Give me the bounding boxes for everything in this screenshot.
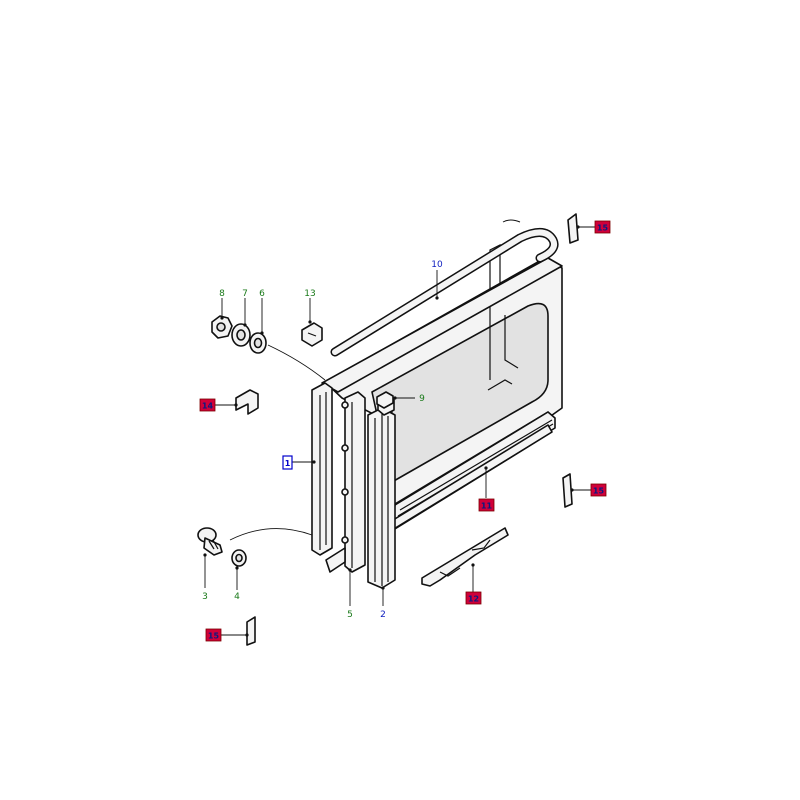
callout-15-top[interactable]: 15 [594, 220, 611, 234]
label-5[interactable]: 5 [347, 610, 353, 620]
label-8[interactable]: 8 [219, 289, 225, 299]
label-11: 11 [481, 502, 493, 511]
callout-11[interactable]: 11 [478, 498, 495, 512]
label-6[interactable]: 6 [259, 289, 265, 299]
fastener-leader-top [267, 344, 326, 381]
part-7-washer [231, 323, 251, 347]
part-13-bracket [301, 322, 323, 347]
part-15-seal-right [562, 473, 573, 508]
part-14-angle-bracket [235, 389, 259, 415]
label-12: 12 [468, 595, 479, 604]
part-1-side-plate [311, 382, 333, 556]
label-2[interactable]: 2 [380, 610, 386, 620]
part-15-seal-top [567, 213, 579, 244]
label-15-right: 15 [593, 487, 605, 496]
fastener-leader-bottom [229, 528, 313, 541]
callout-14[interactable]: 14 [199, 398, 216, 412]
callout-15-right[interactable]: 15 [590, 483, 607, 497]
label-15-top: 15 [597, 224, 609, 233]
label-1: 1 [285, 459, 291, 468]
part-9-clip [376, 391, 394, 409]
part-3-bolt [197, 527, 223, 556]
part-10-tube [330, 219, 559, 357]
callout-15-bottom[interactable]: 15 [205, 628, 222, 642]
callout-12[interactable]: 12 [465, 591, 482, 605]
window-frame [321, 244, 563, 533]
label-9[interactable]: 9 [419, 394, 425, 404]
label-7[interactable]: 7 [242, 289, 248, 299]
leader-lines [203, 225, 595, 637]
label-15-bottom: 15 [208, 632, 220, 641]
label-13[interactable]: 13 [304, 289, 315, 299]
label-10[interactable]: 10 [431, 260, 443, 270]
label-4[interactable]: 4 [234, 592, 240, 602]
callout-1[interactable]: 1 [282, 455, 293, 470]
part-15-seal-bottom [246, 616, 256, 646]
label-3[interactable]: 3 [202, 592, 208, 602]
label-14: 14 [202, 402, 214, 411]
part-8-nut [211, 315, 233, 339]
part-4-washer [231, 549, 247, 567]
part-5-stud-plate [325, 391, 366, 573]
part-11-seal [394, 431, 553, 529]
part-6-washer [249, 332, 267, 354]
part-12-strip [421, 527, 509, 587]
part-2-channel [367, 394, 396, 589]
